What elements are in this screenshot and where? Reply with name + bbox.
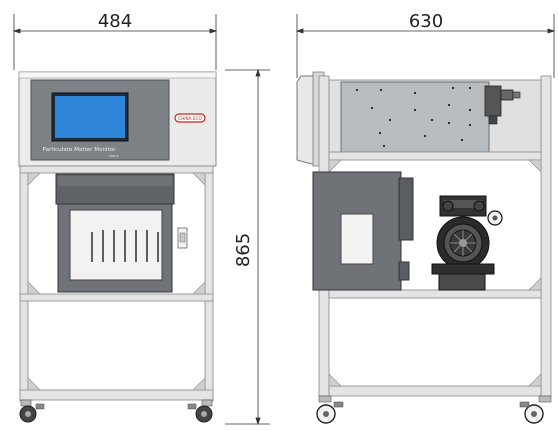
front-left-caster (19, 399, 45, 423)
corner-bracket (328, 373, 342, 387)
side-rear-post (540, 75, 552, 397)
mounting-screws (355, 86, 472, 148)
pump-fan-hub (459, 239, 467, 247)
side-bottom-rail (328, 385, 542, 397)
corner-bracket (27, 172, 41, 186)
corner-bracket (192, 172, 206, 186)
side-cabinet-door (398, 177, 414, 241)
corner-bracket (27, 377, 41, 391)
side-cabinet-window (340, 213, 374, 265)
vacuum-pump (431, 195, 503, 291)
touch-screen (55, 96, 125, 138)
front-housing-top-edge (18, 71, 217, 79)
dimension-label-width: 484 (98, 11, 132, 32)
pump-stand (438, 273, 486, 291)
pump-base (431, 263, 495, 275)
corner-bracket (528, 373, 542, 387)
filter-strips (91, 230, 159, 262)
brand-badge (174, 113, 206, 123)
front-top-rail (19, 165, 214, 174)
dimension-height (225, 68, 270, 426)
panel-label: Particulate Matter Monitor (42, 147, 116, 153)
corner-bracket (192, 281, 206, 295)
front-right-caster (187, 399, 213, 423)
front-middle-rail (19, 293, 214, 302)
latch-handle (179, 232, 186, 243)
side-upper-rail (328, 151, 542, 161)
side-front-caster (316, 395, 344, 424)
side-view (296, 71, 552, 424)
valve-head (500, 89, 514, 101)
front-right-post (204, 165, 214, 402)
pump-head-highlight (444, 200, 482, 208)
dimension-width-front (12, 14, 218, 70)
corner-bracket (27, 281, 41, 295)
dimension-depth-side (295, 14, 556, 78)
valve-body (484, 85, 502, 117)
front-view: Particulate Matter Monitor PM2.5 CHINA E… (18, 71, 217, 423)
sampler-top-highlight (58, 176, 172, 186)
corner-bracket (528, 277, 542, 291)
pump-port-right (473, 200, 485, 212)
sampler-window (69, 209, 163, 281)
panel-sublabel: PM2.5 (109, 154, 118, 158)
side-middle-rail (328, 289, 542, 299)
valve-tip (512, 91, 521, 99)
pump-port-left (442, 200, 454, 212)
dimension-label-height: 865 (233, 233, 254, 267)
front-left-post (19, 165, 29, 402)
side-cabinet-foot (398, 261, 410, 281)
pump-gauge-center (492, 215, 498, 221)
dimension-label-depth: 630 (409, 11, 443, 32)
corner-bracket (192, 377, 206, 391)
valve-connector (488, 115, 498, 125)
corner-bracket (528, 159, 542, 173)
front-bottom-rail (19, 389, 214, 401)
side-rear-caster (519, 395, 552, 424)
corner-bracket (328, 159, 342, 173)
brand-badge-text: CHINA ECO (178, 116, 202, 121)
